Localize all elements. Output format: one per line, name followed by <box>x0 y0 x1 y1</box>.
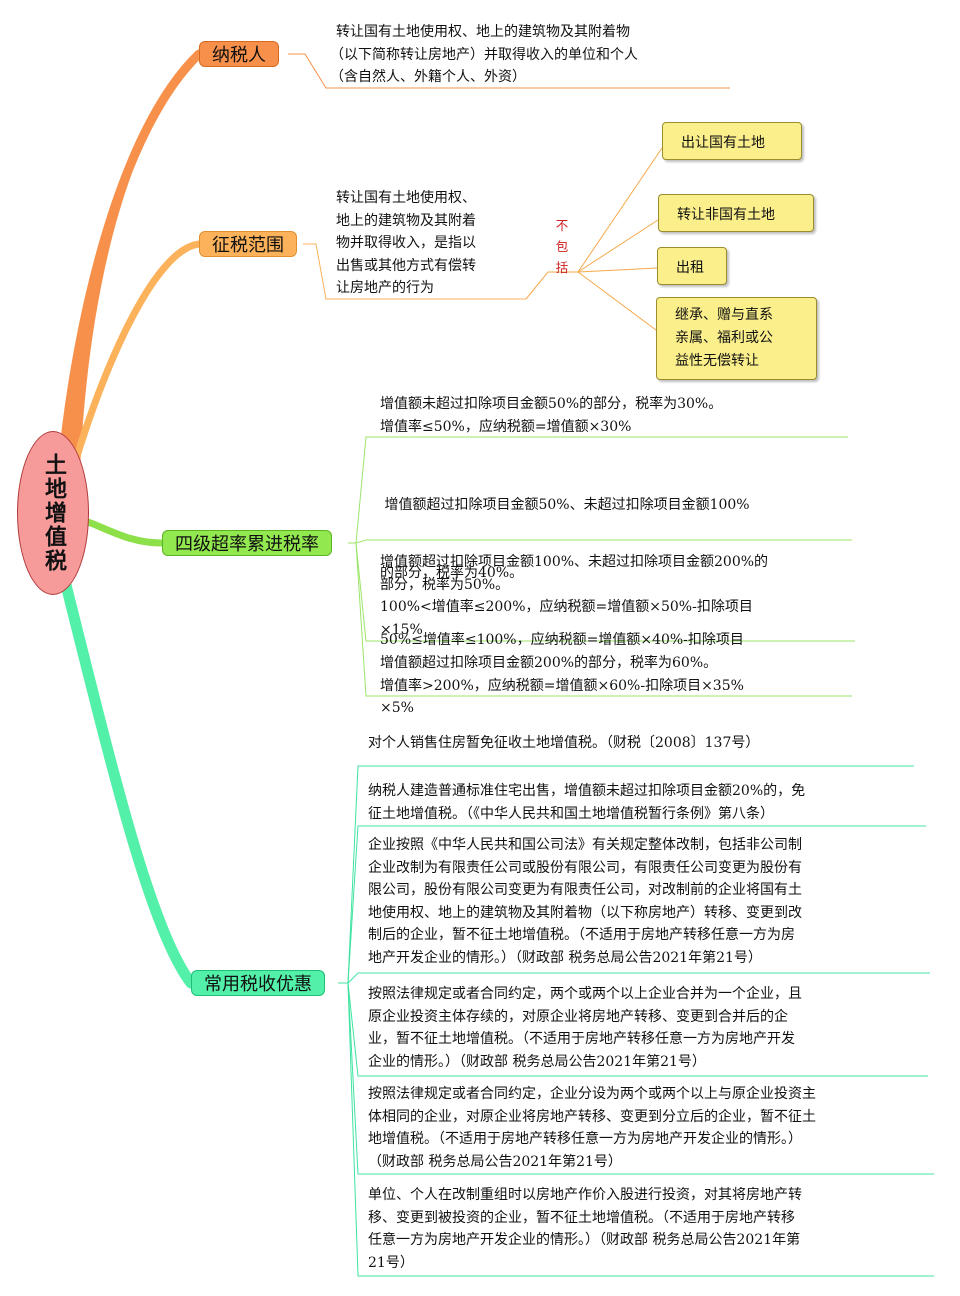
incentive-item: 按照法律规定或者合同约定，企业分设为两个或两个以上与原企业投资主 体相同的企业，… <box>368 1083 930 1173</box>
text-line: 纳税人建造普通标准住宅出售，增值额未超过扣除项目金额20%的，免 <box>368 783 806 799</box>
text-line: 地上的建筑物及其附着 <box>336 212 476 229</box>
branch1-trunk <box>66 54 200 472</box>
text-line: 增值额超过扣除项目金额200%的部分，税率为60%。 <box>380 655 718 671</box>
text-line: 对个人销售住房暂免征收土地增值税。（财税〔2008〕137号） <box>368 735 760 751</box>
text-line: （以下简称转让房地产）并取得收入的单位和个人 <box>330 46 638 63</box>
taxpayer-description: 转让国有土地使用权、地上的建筑物及其附着物 （以下简称转让房地产）并取得收入的单… <box>330 21 736 89</box>
text-line: 限公司，股份有限公司变更为有限责任公司，对改制前的企业将国有土 <box>368 882 802 898</box>
text-line: 单位、个人在改制重组时以房地产作价入股进行投资，对其将房地产转 <box>368 1187 802 1203</box>
incentive-item: 按照法律规定或者合同约定，两个或两个以上企业合并为一个企业，且 原企业投资主体存… <box>368 983 928 1073</box>
exclusion-box[interactable]: 继承、赠与直系 亲属、福利或公 益性无偿转让 <box>656 297 817 380</box>
text-line: 部分，税率为50%。 <box>380 576 510 593</box>
exclusion-box[interactable]: 出租 <box>657 247 727 285</box>
rate-item: 增值额超过扣除项目金额200%的部分，税率为60%。 增值率>200%，应纳税额… <box>380 652 850 697</box>
text-line: 地增值税。（不适用于房地产转移任意一方为房地产开发企业的情形。） <box>368 1131 802 1147</box>
root-title: 土地增值税 <box>41 453 66 573</box>
exclusion-box[interactable]: 出让国有土地 <box>662 122 802 160</box>
rate-item: 增值额超过扣除项目金额50%、未超过扣除项目金额100% 的部分，税率为40%。… <box>380 449 850 742</box>
rate-item: 增值额超过扣除项目金额100%、未超过扣除项目金额200%的 部分，税率为50%… <box>380 551 854 641</box>
text-line: 让房地产的行为 <box>336 280 434 296</box>
exclusion-text: 出租 <box>676 260 704 276</box>
incentive-item: 纳税人建造普通标准住宅出售，增值额未超过扣除项目金额20%的，免 征土地增值税。… <box>368 780 928 825</box>
text-line: 按照法律规定或者合同约定，两个或两个以上企业合并为一个企业，且 <box>368 986 802 1002</box>
text-line: ×15% <box>380 621 423 638</box>
exclude-label-char: 括 <box>555 260 569 275</box>
text-line: 征土地增值税。（《中华人民共和国土地增值税暂行条例》第八条） <box>368 805 774 822</box>
branch-taxpayer[interactable]: 纳税人 <box>199 41 279 67</box>
text-line: 业，暂不征土地增值税。（不适用于房地产转移任意一方为房地产开发 <box>368 1031 795 1047</box>
text-line: 企业的情形。）（财政部 税务总局公告2021年第21号） <box>368 1053 706 1070</box>
text-line: 转让国有土地使用权、 <box>336 190 476 206</box>
exclude-label: 不 包 括 <box>552 215 572 278</box>
text-line: 地使用权、地上的建筑物及其附着物（以下称房地产）转移、变更到改 <box>368 904 802 921</box>
rate-item: 增值额未超过扣除项目金额50%的部分，税率为30%。 增值率≤50%，应纳税额=… <box>380 393 850 438</box>
text-line: ×5% <box>380 699 414 716</box>
branch-tax-scope-label: 征税范围 <box>212 235 284 256</box>
branch-taxpayer-label: 纳税人 <box>212 45 266 66</box>
exclusion-text: 益性无偿转让 <box>675 353 759 369</box>
exclusion-text: 继承、赠与直系 <box>675 307 773 323</box>
text-line: 21号） <box>368 1254 414 1271</box>
exclusion-text: 亲属、福利或公 <box>675 330 773 346</box>
exclude-label-char: 包 <box>555 239 569 254</box>
text-line: 移、变更到被投资的企业，暂不征土地增值税。（不适用于房地产转移 <box>368 1209 795 1226</box>
text-line: 增值额未超过扣除项目金额50%的部分，税率为30%。 <box>380 396 723 412</box>
text-line: （财政部 税务总局公告2021年第21号） <box>368 1153 622 1170</box>
text-line: 50%≤增值率≤100%，应纳税额=增值额×40%-扣除项目 <box>380 632 744 648</box>
branch-tax-incentives[interactable]: 常用税收优惠 <box>191 970 325 996</box>
text-line: 企业改制为有限责任公司或股份有限公司，有限责任公司变更为股份有 <box>368 859 802 876</box>
text-line: 原企业投资主体存续的，对原企业将房地产转移、变更到合并后的企 <box>368 1008 788 1025</box>
text-line: （含自然人、外籍个人、外资） <box>330 69 526 85</box>
text-line: 任意一方为房地产开发企业的情形。）（财政部 税务总局公告2021年第 <box>368 1232 801 1248</box>
incentive-item: 单位、个人在改制重组时以房地产作价入股进行投资，对其将房地产转 移、变更到被投资… <box>368 1184 930 1274</box>
text-line: 增值率>200%，应纳税额=增值额×60%-扣除项目×35% <box>380 677 744 694</box>
text-line: 增值额超过扣除项目金额100%、未超过扣除项目金额200%的 <box>380 554 769 570</box>
branch3-stroke <box>84 518 166 547</box>
branch-tax-scope[interactable]: 征税范围 <box>199 231 297 257</box>
exclude-label-char: 不 <box>555 218 569 233</box>
text-line: 增值额超过扣除项目金额50%、未超过扣除项目金额100% <box>380 497 750 513</box>
exclusion-box[interactable]: 转让非国有土地 <box>658 194 814 232</box>
branch-tax-rates-label: 四级超率累进税率 <box>175 534 319 555</box>
branch2-stroke <box>66 240 203 484</box>
incentive-item: 企业按照《中华人民共和国公司法》有关规定整体改制，包括非公司制 企业改制为有限责… <box>368 834 928 969</box>
branch1-stroke <box>57 49 204 473</box>
text-line: 的部分，税率为40%。 <box>380 564 524 581</box>
branch-tax-rates[interactable]: 四级超率累进税率 <box>162 530 332 556</box>
text-line: 企业按照《中华人民共和国公司法》有关规定整体改制，包括非公司制 <box>368 837 802 853</box>
text-line: 出售或其他方式有偿转 <box>336 257 476 274</box>
exclusion-text: 出让国有土地 <box>681 135 765 151</box>
text-line: 100%<增值率≤200%，应纳税额=增值额×50%-扣除项目 <box>380 599 753 615</box>
text-line: 制后的企业，暂不征土地增值税。（不适用于房地产转移任意一方为房 <box>368 927 795 943</box>
root-node[interactable]: 土地增值税 <box>17 431 89 595</box>
text-line: 按照法律规定或者合同约定，企业分设为两个或两个以上与原企业投资主 <box>368 1086 816 1102</box>
branch4-stroke <box>60 579 197 989</box>
text-line: 物并取得收入，是指以 <box>336 235 476 251</box>
branch-tax-incentives-label: 常用税收优惠 <box>204 974 312 995</box>
exclusion-text: 转让非国有土地 <box>677 207 775 223</box>
text-line: 增值率≤50%，应纳税额=增值额×30% <box>380 418 632 435</box>
tax-scope-description: 转让国有土地使用权、 地上的建筑物及其附着 物并取得收入，是指以 出售或其他方式… <box>336 187 526 300</box>
incentive-item: 对个人销售住房暂免征收土地增值税。（财税〔2008〕137号） <box>368 732 918 755</box>
text-line: 转让国有土地使用权、地上的建筑物及其附着物 <box>336 24 630 40</box>
text-line: 体相同的企业，对原企业将房地产转移、变更到分立后的企业，暂不征土 <box>368 1108 816 1125</box>
text-line: 地产开发企业的情形。）（财政部 税务总局公告2021年第21号） <box>368 949 762 966</box>
